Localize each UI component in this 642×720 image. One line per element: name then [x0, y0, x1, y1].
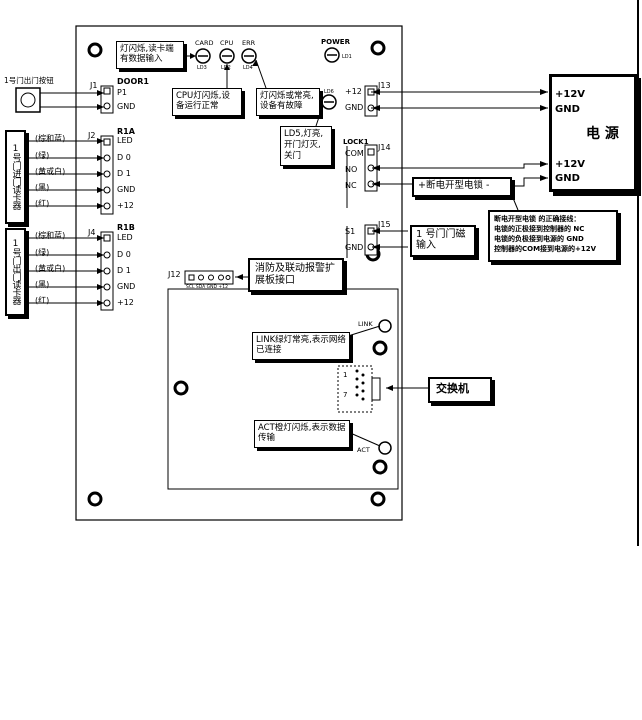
link-callout: LINK绿灯常亮,表示网络已连接: [252, 332, 350, 360]
j1-pin-p1: P1: [117, 88, 127, 97]
rj45-pin-1: 1: [343, 371, 348, 379]
j13-pin-12: +12: [345, 87, 362, 96]
r1a-pin-led: LED: [117, 136, 133, 145]
led-cpu-code: LD2: [221, 65, 231, 71]
psu-top-12v: +12V: [555, 89, 586, 100]
r1b-pin-12: +12: [117, 298, 134, 307]
r1b-pin-gnd: GND: [117, 282, 136, 291]
fire-alarm-callout: 消防及联动报警扩展板接口: [248, 258, 344, 292]
r1a-wire-2: (绿): [35, 151, 50, 160]
ld6-label: LD6: [324, 89, 334, 95]
lock-pin-com: COM: [345, 149, 364, 158]
r1b-wire-3: (黄或白): [35, 264, 66, 273]
psu-title: 电 源: [586, 126, 619, 142]
j2-label: J2: [88, 131, 96, 140]
lock-pin-no: NO: [345, 165, 358, 174]
err-led-callout: 灯闪烁或常亮,设备有故障: [256, 88, 320, 116]
psu-top-gnd: GND: [555, 104, 580, 115]
led-cpu-label: CPU: [220, 39, 234, 47]
j15-label: J15: [378, 220, 391, 229]
led-err-code: LD4: [243, 65, 253, 71]
r1a-wire-3: (黄或白): [35, 167, 66, 176]
power-led-code: LD1: [342, 54, 352, 60]
r1a-title: R1A: [117, 127, 135, 136]
j12-label: J12: [168, 270, 181, 279]
r1b-pin-d1: D 1: [117, 266, 131, 275]
cpu-led-callout: CPU灯闪烁,设备运行正常: [172, 88, 242, 116]
led-err-label: ERR: [242, 39, 256, 47]
r1b-wire-1: (棕和蓝): [35, 231, 66, 240]
r1a-wire-5: (红): [35, 199, 50, 208]
lock-callout: +断电开型电锁 -: [412, 177, 512, 197]
mounting-holes: [87, 40, 388, 507]
act-label: ACT: [357, 446, 370, 454]
door-sensor-callout: 1 号门门磁输入: [410, 225, 476, 257]
j1-label: J1: [90, 81, 98, 90]
j12-pins: SCL SDA GND +12: [186, 285, 228, 290]
wiring-line-2: 电锁的负极接到电源的 GND: [494, 235, 584, 243]
r1b-wire-5: (红): [35, 296, 50, 305]
door1-title: DOOR1: [117, 77, 149, 86]
r1b-pin-d0: D 0: [117, 250, 131, 259]
reader-out-label: 1号门出门读卡器: [10, 238, 21, 304]
j14-label: J14: [378, 143, 391, 152]
led-card-code: LD3: [197, 65, 207, 71]
r1a-pin-gnd: GND: [117, 185, 136, 194]
sensor-pin-s1: S1: [345, 227, 356, 236]
r1b-wire-4: (黑): [35, 280, 50, 289]
rj45-port: [337, 365, 373, 413]
r1b-wire-2: (绿): [35, 248, 50, 257]
r1a-pin-d0: D 0: [117, 153, 131, 162]
r1b-pin-led: LED: [117, 233, 133, 242]
j4-label: J4: [88, 228, 96, 237]
wiring-note-box: 断电开型电锁 的正确接线： 电锁的正极接到控制器的 NC 电锁的负极接到电源的 …: [488, 210, 618, 262]
psu-bottom-12v: +12V: [555, 159, 586, 170]
r1a-pin-d1: D 1: [117, 169, 131, 178]
ld5-callout: LD5,灯亮,开门灯灭,关门: [280, 126, 332, 166]
wiring-line-1: 电锁的正极接到控制器的 NC: [494, 225, 585, 233]
power-led-label: POWER: [321, 38, 350, 46]
psu-bottom-gnd: GND: [555, 173, 580, 184]
wiring-line-3: 控制器的COM接到电源的+12V: [494, 245, 597, 253]
switch-callout: 交换机: [428, 377, 492, 403]
wiring-title: 断电开型电锁 的正确接线：: [494, 215, 581, 223]
j13-label: J13: [378, 81, 391, 90]
reader-out-box: 1号门出门读卡器: [5, 228, 26, 316]
sensor-pin-gnd: GND: [345, 243, 364, 252]
j13-pin-gnd: GND: [345, 103, 364, 112]
r1a-wire-1: (棕和蓝): [35, 134, 66, 143]
link-label: LINK: [358, 320, 373, 328]
reader-in-box: 1号门进门读卡器: [5, 130, 26, 224]
act-callout: ACT橙灯闪烁,表示数据传输: [254, 420, 350, 448]
exit-button-body: [15, 87, 41, 113]
card-led-callout: 灯闪烁,读卡端有数据输入: [116, 41, 184, 69]
r1b-title: R1B: [117, 223, 135, 232]
lock-title: LOCK1: [343, 138, 369, 146]
j1-pin-gnd: GND: [117, 102, 136, 111]
led-card-label: CARD: [195, 39, 214, 47]
r1a-wire-4: (黑): [35, 183, 50, 192]
reader-in-label: 1号门进门读卡器: [10, 143, 21, 209]
r1a-pin-12: +12: [117, 201, 134, 210]
power-supply-box: +12V GND 电 源 +12V GND: [549, 74, 637, 192]
exit-button-label: 1号门出门按钮: [4, 76, 54, 85]
lock-pin-nc: NC: [345, 181, 357, 190]
rj45-pin-7: 7: [343, 391, 348, 399]
